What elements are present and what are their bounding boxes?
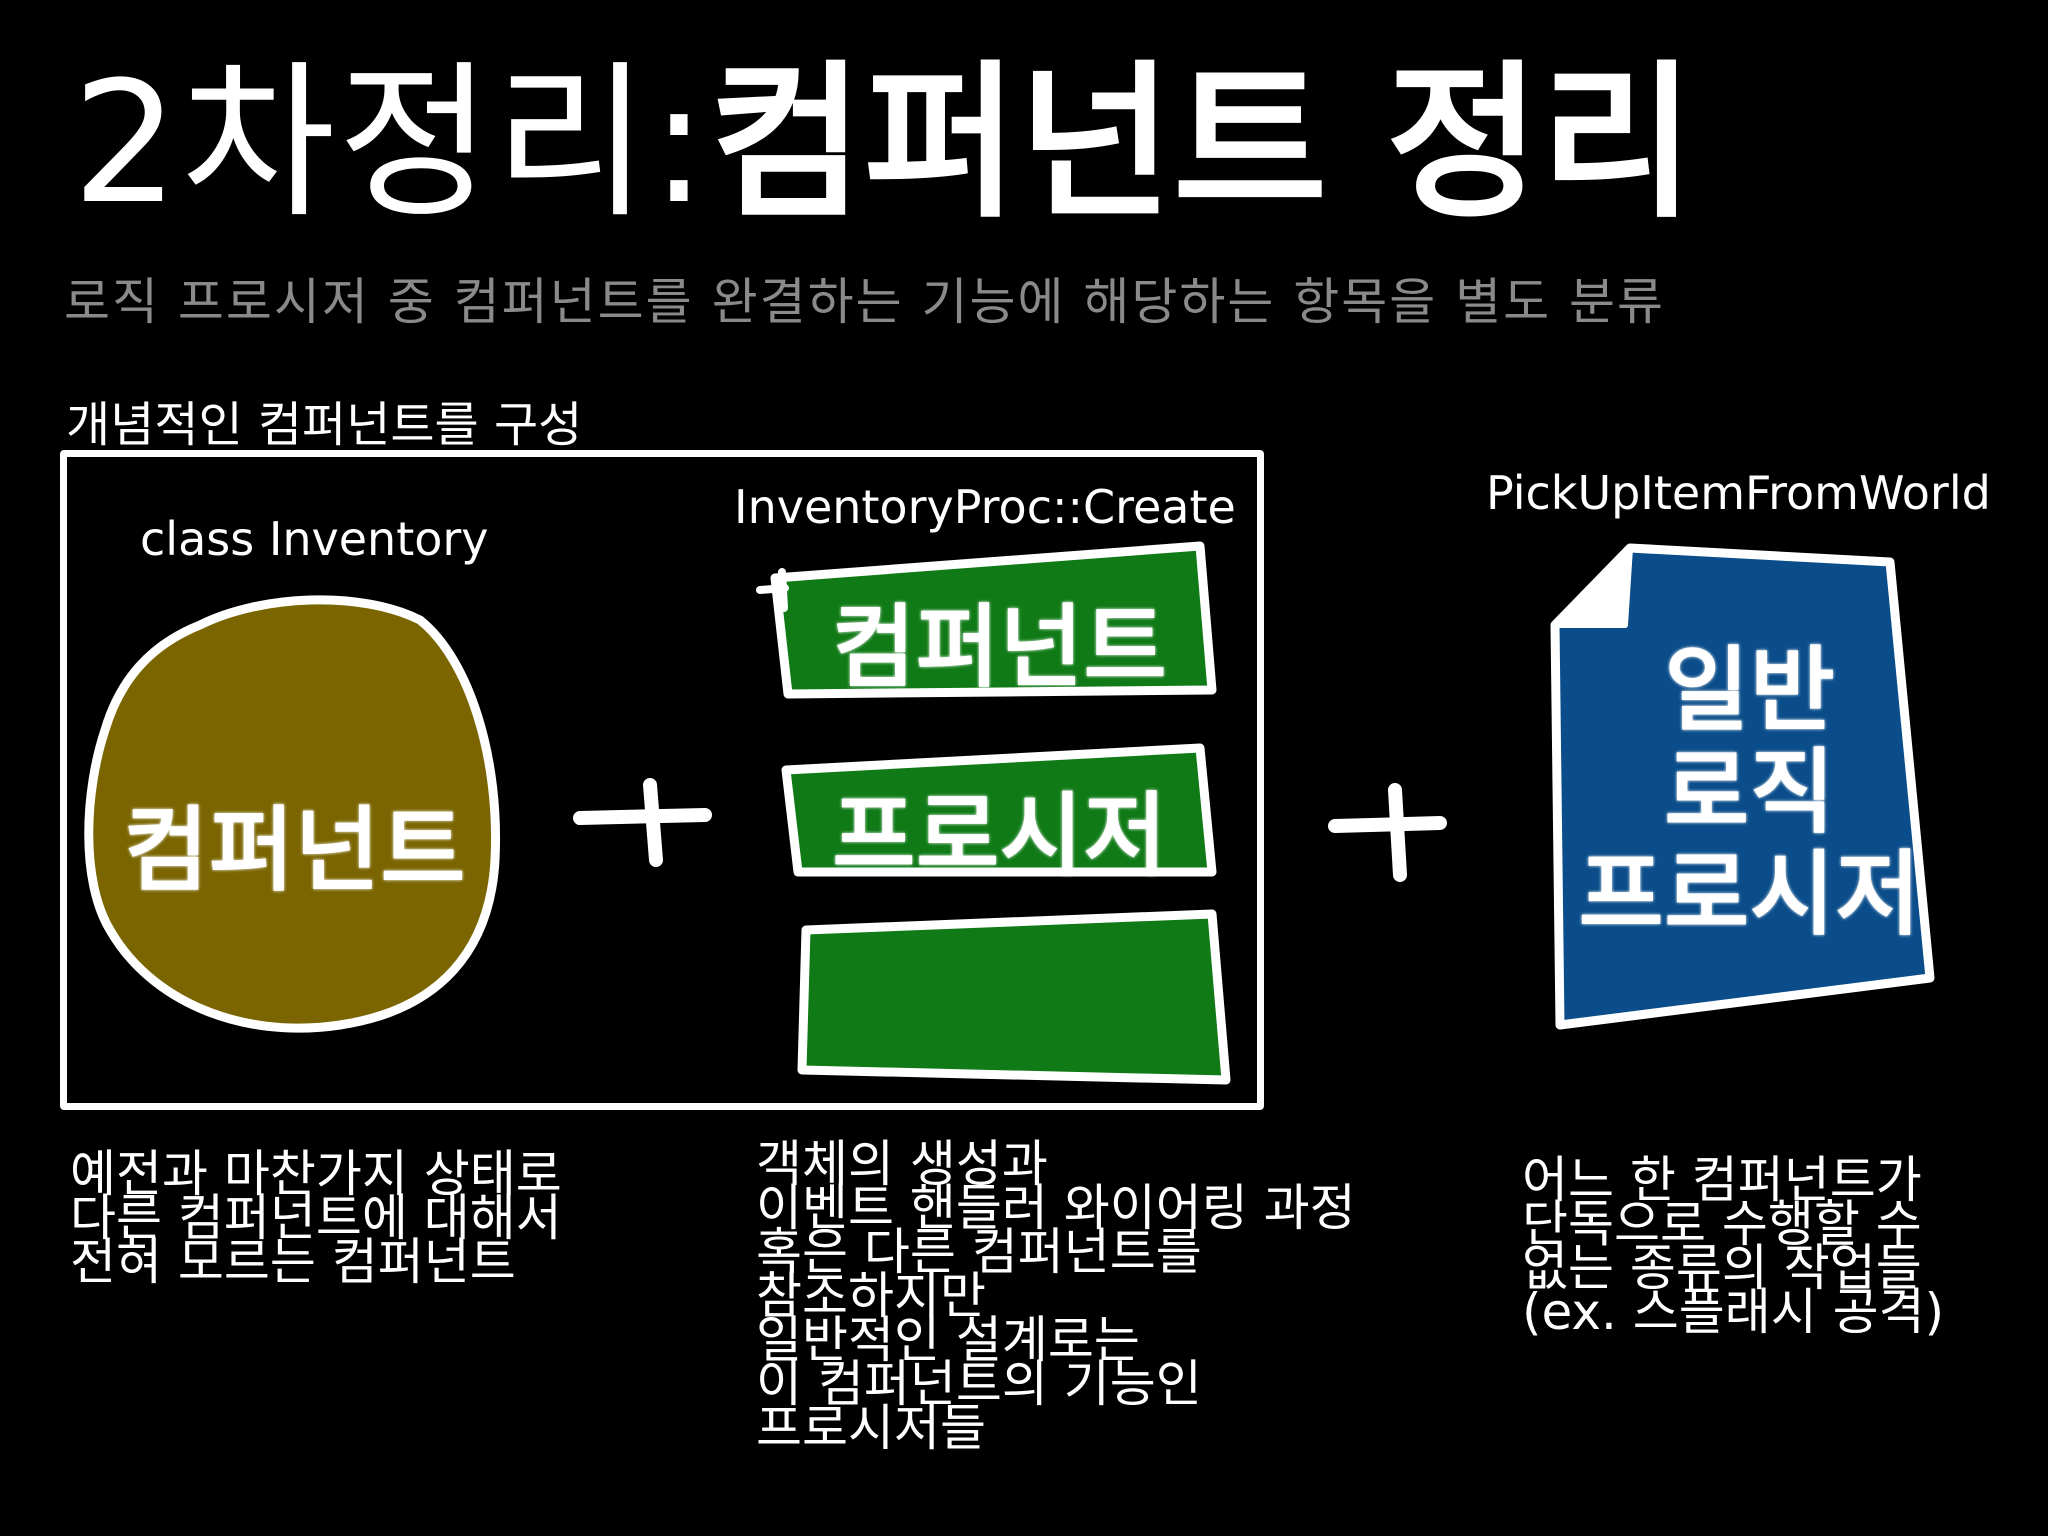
document-fold [1552, 545, 1633, 628]
document-label: 일반 로직 프로시저 [1578, 637, 1922, 948]
empty-bar [797, 909, 1231, 1085]
component-group-box [60, 450, 1264, 1110]
component-blob-label: 컴퍼넌트 [123, 797, 467, 904]
procedure-bar-label: 프로시저 [832, 783, 1168, 888]
class-inventory-label: class Inventory [140, 512, 489, 566]
procedure-bar [781, 743, 1217, 877]
description-procedure: 객체의 생성과 이벤트 핸들러 와이어링 과정 혹은 다른 컴퍼넌트를 참조하지… [756, 1135, 1356, 1457]
bar-tick [756, 568, 789, 612]
component-blob [84, 595, 501, 1033]
plus-icon [573, 778, 712, 867]
component-bar-label: 컴퍼넌트 [832, 595, 1168, 700]
inventory-proc-label: InventoryProc::Create [734, 480, 1236, 534]
plus-icon [1328, 783, 1447, 882]
description-component: 예전과 마찬가지 상태로 다른 컴퍼넌트에 대해서 전혀 모르는 컴퍼넌트 [70, 1145, 562, 1291]
pickup-item-label: PickUpItemFromWorld [1486, 466, 1991, 520]
subtitle: 로직 프로시저 중 컴퍼넌트를 완결하는 기능에 해당하는 항목을 별도 분류 [64, 273, 1666, 331]
component-bar [770, 541, 1217, 699]
title-main: 컴퍼넌트 정리 [709, 45, 1696, 241]
group-caption: 개념적인 컴퍼넌트를 구성 [66, 397, 583, 453]
title-prefix: 2차정리: [72, 45, 710, 241]
description-general-logic: 어느 한 컴퍼넌트가 단독으로 수행할 수 없는 종류의 작업들 (ex. 스플… [1522, 1151, 1945, 1341]
page-title: 2차정리:컴퍼넌트 정리 [72, 28, 1695, 258]
